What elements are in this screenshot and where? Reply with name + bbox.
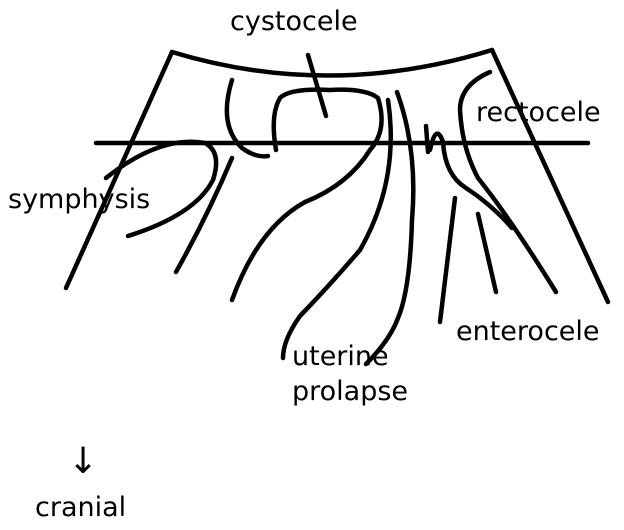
field-right-edge [492, 50, 608, 302]
uterus-left [283, 100, 391, 358]
enterocele-label: enterocele [456, 318, 600, 345]
uterine-label: uterine [292, 343, 389, 370]
cystocele-outline [232, 90, 382, 300]
symphysis-inner [176, 158, 232, 272]
enterocele-line-2 [478, 214, 496, 292]
prolapse-label: prolapse [292, 378, 408, 405]
down-arrow-icon: ↓ [68, 444, 98, 480]
symphysis-label: symphysis [8, 186, 150, 213]
rectum-inner [430, 134, 512, 228]
cranial-label: cranial [35, 494, 126, 521]
enterocele-line-1 [440, 198, 455, 322]
cystocele-pointer [308, 55, 326, 116]
cystocele-label: cystocele [230, 8, 358, 35]
field-top-arc [172, 50, 492, 76]
rectum-stub [426, 126, 428, 152]
rectocele-label: rectocele [476, 99, 601, 126]
